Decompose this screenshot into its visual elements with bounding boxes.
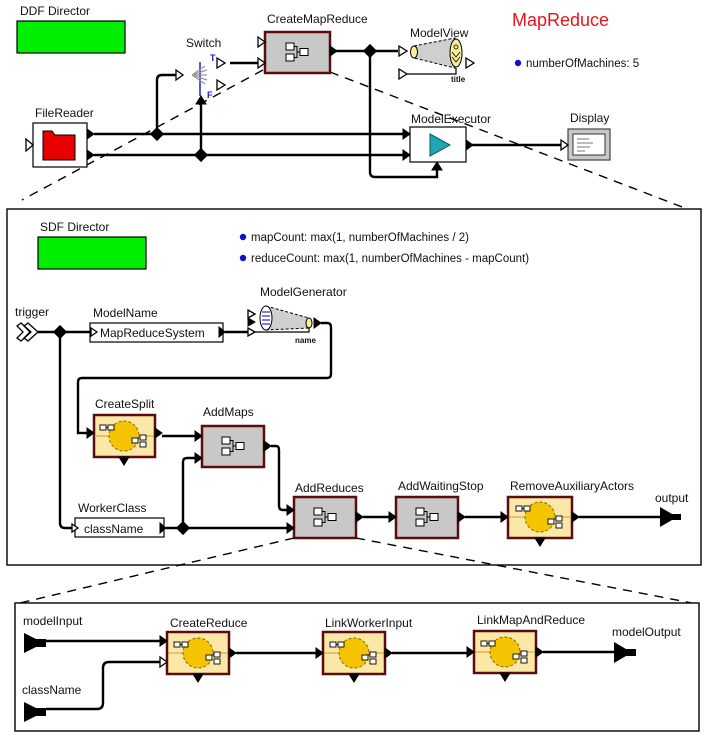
sdf-director[interactable] (37, 236, 147, 270)
wire (155, 73, 176, 134)
parameter-number-of-machines[interactable]: numberOfMachines: 5 (526, 58, 639, 70)
folder-icon (42, 130, 76, 161)
parameter-bullet-icon (239, 254, 247, 262)
output-port[interactable] (660, 507, 681, 527)
worker-class-actor[interactable]: className (71, 517, 167, 538)
add-waiting-stop-label: AddWaitingStop (398, 479, 484, 493)
create-reduce-label: CreateReduce (170, 616, 248, 630)
model-input-port[interactable] (24, 633, 46, 653)
class-name-port-label: className (22, 683, 82, 697)
link-map-and-reduce-label: LinkMapAndReduce (477, 613, 585, 627)
ddf-director-label: DDF Director (20, 4, 90, 18)
class-name-port[interactable] (24, 702, 46, 722)
arrow (431, 161, 443, 171)
add-waiting-stop-actor[interactable] (388, 495, 466, 540)
file-reader-actor[interactable] (25, 122, 95, 168)
relation-diamond[interactable] (362, 43, 378, 59)
remove-auxiliary-actors-actor[interactable] (500, 495, 580, 547)
model-title: MapReduce (512, 10, 609, 30)
worker-class-value: className (84, 522, 144, 536)
port[interactable] (25, 137, 34, 153)
create-reduce-actor[interactable] (159, 630, 237, 683)
model-name-actor[interactable]: MapReduceSystem (89, 322, 226, 343)
create-split-actor[interactable] (86, 413, 163, 466)
play-icon (429, 133, 452, 157)
trigger-port[interactable] (16, 322, 39, 342)
model-view-actor[interactable]: title (398, 37, 476, 84)
link-map-and-reduce-actor[interactable] (466, 629, 544, 682)
name-port-label: name (295, 336, 316, 345)
parameter-map-count[interactable]: mapCount: max(1, numberOfMachines / 2) (251, 232, 469, 244)
wire (46, 660, 160, 711)
display-label: Display (570, 111, 609, 125)
switch-true-port-label: T (210, 53, 216, 63)
output-port-label: output (655, 491, 689, 505)
file-reader-label: FileReader (35, 106, 94, 120)
link-worker-input-actor[interactable] (315, 630, 393, 683)
trigger-port-label: trigger (15, 305, 49, 319)
wire (181, 456, 195, 528)
switch-false-port-label: F (207, 90, 213, 100)
relation-diamond[interactable] (193, 147, 209, 163)
create-map-reduce-label: CreateMapReduce (267, 12, 368, 26)
link-worker-input-label: LinkWorkerInput (325, 616, 413, 630)
parameter-bullet-icon (514, 59, 522, 67)
port[interactable] (86, 128, 95, 140)
add-reduces-actor[interactable] (286, 495, 364, 540)
model-view-label: ModelView (410, 26, 469, 40)
model-name-value: MapReduceSystem (100, 326, 205, 340)
model-name-label: ModelName (93, 306, 158, 320)
add-maps-label: AddMaps (203, 405, 254, 419)
arrow (195, 95, 207, 105)
create-split-label: CreateSplit (95, 397, 155, 411)
add-maps-actor[interactable] (194, 424, 272, 469)
create-map-reduce-actor[interactable] (257, 30, 338, 75)
wire (368, 51, 439, 179)
ddf-director[interactable] (16, 20, 126, 54)
parameter-reduce-count[interactable]: reduceCount: max(1, numberOfMachines - m… (251, 253, 529, 265)
port[interactable] (86, 149, 95, 161)
add-reduces-label: AddReduces (295, 481, 364, 495)
relation-diamond[interactable] (149, 126, 165, 142)
wire (76, 321, 333, 435)
worker-class-label: WorkerClass (78, 501, 146, 515)
relation-diamond[interactable] (175, 520, 191, 536)
model-generator-actor[interactable]: name (247, 305, 322, 345)
wire (271, 444, 288, 512)
model-executor-actor[interactable] (402, 126, 474, 163)
parameter-bullet-icon (239, 233, 247, 241)
remove-auxiliary-actors-label: RemoveAuxiliaryActors (510, 479, 634, 493)
model-generator-label: ModelGenerator (260, 285, 347, 299)
model-output-port[interactable] (614, 642, 636, 663)
model-executor-label: ModelExecutor (411, 112, 491, 126)
switch-actor[interactable]: T F (175, 53, 227, 100)
zoom-indicator-right (329, 71, 691, 211)
wire (58, 332, 72, 530)
switch-label: Switch (186, 36, 221, 50)
display-actor[interactable] (560, 128, 611, 161)
model-input-port-label: modelInput (23, 614, 83, 628)
model-output-port-label: modelOutput (612, 625, 681, 639)
title-port-label: title (451, 75, 466, 84)
sdf-director-label: SDF Director (40, 220, 109, 234)
